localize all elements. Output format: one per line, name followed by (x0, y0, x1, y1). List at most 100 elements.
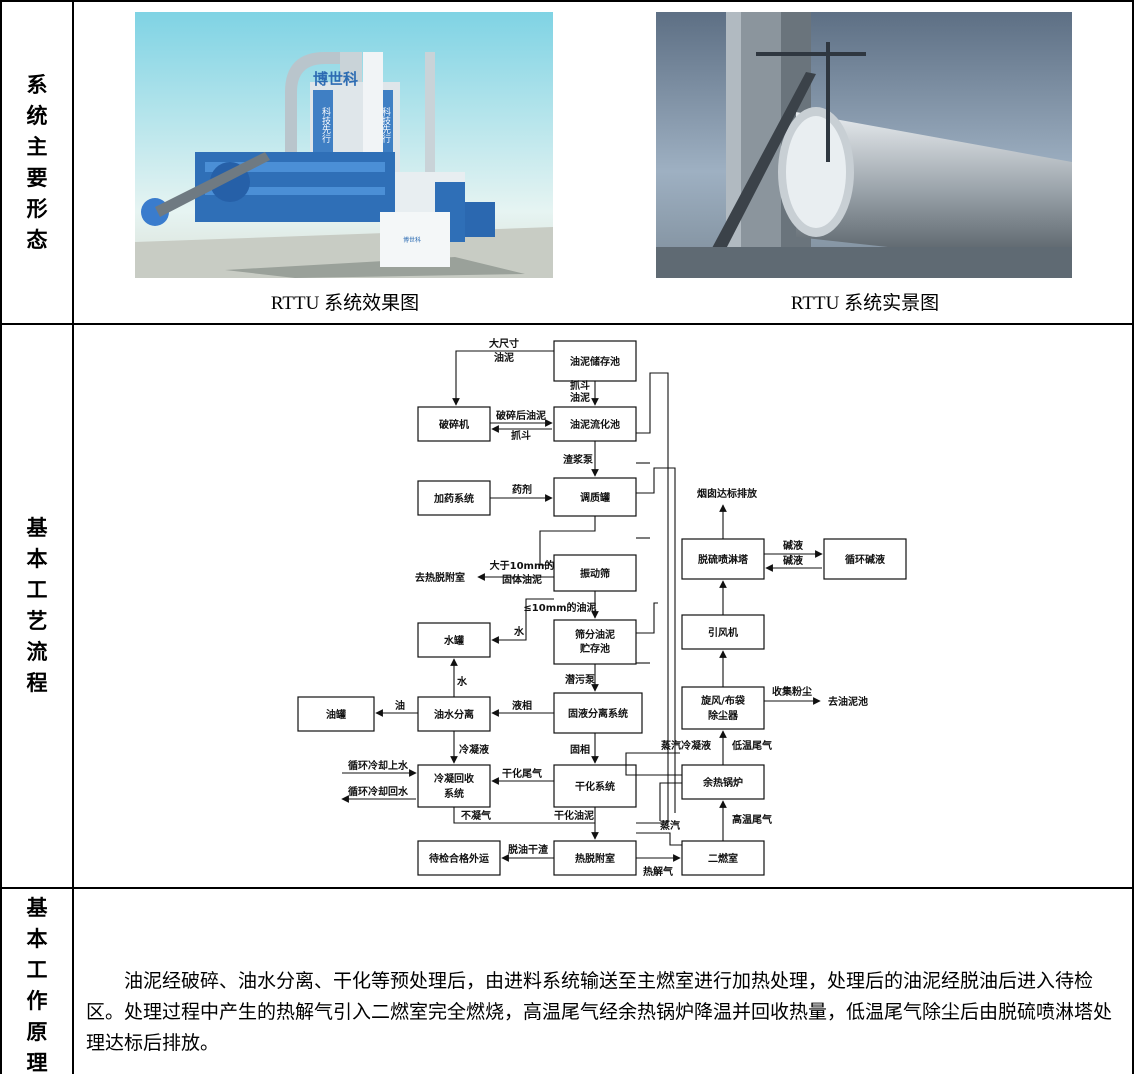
row-label-char: 原 (26, 1020, 48, 1044)
box-condenser-label-1: 冷凝回收 (434, 772, 474, 785)
row-label-form-text: 系统主要形态 (27, 70, 48, 256)
label-over-10mm-2: 固体油泥 (502, 573, 542, 586)
label-big-size-2: 油泥 (494, 351, 514, 364)
label-alkali-out: 碱液 (783, 539, 803, 552)
row-label-char: 形 (26, 196, 48, 221)
row-label-char: 要 (26, 165, 48, 190)
box-solid-liquid (553, 692, 643, 734)
label-noncondensable: 不凝气 (461, 809, 491, 822)
label-water-lower: 水 (456, 675, 468, 688)
label-high-temp-gas: 高温尾气 (732, 813, 772, 826)
label-drying-gas: 干化尾气 (502, 767, 542, 780)
box-thermal-desorption-label: 热脱附室 (575, 852, 615, 865)
box-sieved-storage-label-1: 筛分油泥 (575, 628, 615, 641)
render-brand-label: 博世科 (313, 70, 358, 88)
table-divider-1 (0, 323, 1134, 325)
box-condenser-label-2: 系统 (444, 787, 464, 800)
label-steam-condensate: 蒸汽冷凝液 (661, 739, 711, 752)
box-water-tank-label: 水罐 (443, 634, 464, 647)
row-label-process-text: 基本工艺流程 (27, 513, 48, 699)
row-label-char: 理 (26, 1051, 48, 1075)
row-label-char: 工 (26, 578, 48, 602)
label-agent: 药剂 (512, 483, 532, 496)
label-water-upper: 水 (513, 625, 525, 638)
label-deoiled-residue: 脱油干渣 (508, 843, 549, 856)
box-crusher (417, 406, 491, 442)
row-label-char: 艺 (26, 609, 48, 633)
box-drying-label: 干化系统 (575, 780, 615, 793)
box-oil-tank-label: 油罐 (326, 708, 346, 721)
box-condenser (417, 764, 491, 808)
render-caption: RTTU 系统效果图 (270, 293, 420, 314)
render-slogan-right: 科技先行 (380, 106, 391, 144)
row-label-principle: 基本工作原理 (2, 889, 72, 1078)
label-alkali-return: 碱液 (783, 554, 803, 567)
row-label-char: 系 (26, 72, 48, 97)
row-label-char: 本 (26, 927, 48, 951)
process-flow-diagram: 油泥储存池 破碎机 油泥流化池 加药系统 调质罐 振动筛 水罐 筛分油泥 贮存池… (297, 337, 907, 878)
table-border-top (0, 0, 1134, 2)
row-label-char: 态 (26, 227, 48, 252)
label-big-size-1: 大尺寸 (489, 337, 519, 350)
box-waste-heat-boiler (681, 764, 765, 800)
box-alkali-loop (823, 538, 907, 580)
label-crushed: 破碎后油泥 (496, 409, 546, 422)
label-grab-1: 抓斗 (570, 379, 590, 392)
box-crusher-label: 破碎机 (439, 418, 469, 431)
render-image: 科技先行 科技先行 博世科 博世科 (135, 12, 553, 278)
box-sieved-storage-label-2: 贮存池 (579, 642, 610, 655)
label-grab-2: 油泥 (570, 391, 590, 404)
box-fluidization-label: 油泥流化池 (570, 418, 620, 431)
principle-paragraph: 油泥经破碎、油水分离、干化等预处理后，由进料系统输送至主燃室进行加热处理，处理后… (86, 966, 1120, 1059)
label-dirt-pump: 潜污泵 (565, 673, 596, 686)
box-oil-tank (297, 696, 375, 732)
table-divider-2 (0, 887, 1134, 889)
box-desulfurization (681, 538, 765, 580)
box-desulfurization-label: 脱硫喷淋塔 (698, 553, 749, 566)
row-label-char: 基 (26, 896, 48, 920)
table-column-divider (72, 0, 74, 1074)
box-alkali-loop-label: 循环碱液 (845, 553, 885, 566)
label-pyrolysis-gas: 热解气 (643, 865, 673, 878)
box-solid-liquid-label: 固液分离系统 (568, 707, 628, 720)
box-induced-fan-label: 引风机 (708, 626, 738, 639)
row-label-char: 作 (26, 989, 48, 1013)
label-condensate: 冷凝液 (459, 743, 489, 756)
box-sieved-storage (553, 619, 637, 665)
box-secondary-chamber (681, 840, 765, 876)
real-scene-caption: RTTU 系统实景图 (790, 293, 940, 314)
box-secondary-chamber-label: 二燃室 (708, 852, 738, 865)
label-liquid-phase: 液相 (512, 699, 532, 712)
box-water-tank (417, 622, 491, 658)
row-label-char: 流 (26, 640, 48, 664)
box-oil-water-separation-label: 油水分离 (434, 708, 474, 721)
row-label-char: 统 (26, 103, 48, 128)
label-grab: 抓斗 (511, 429, 531, 442)
box-dosing-label: 加药系统 (433, 492, 474, 505)
box-cyclone-bag-label-1: 旋风/布袋 (700, 694, 746, 707)
render-slogan-left: 科技先行 (320, 106, 331, 144)
label-under-10mm: ≤10mm的油泥 (523, 601, 596, 614)
box-conditioning-label: 调质罐 (580, 491, 610, 504)
box-qualified-transport (417, 840, 501, 876)
box-vibrating-screen (553, 554, 637, 592)
label-cooling-return: 循环冷却回水 (348, 785, 409, 798)
row-label-char: 主 (26, 134, 48, 159)
row-label-char: 基 (26, 516, 48, 540)
label-cooling-supply: 循环冷却上水 (348, 759, 409, 772)
box-qualified-transport-label: 待检合格外运 (429, 852, 489, 865)
row-label-form: 系统主要形态 (2, 2, 72, 323)
row-label-char: 程 (26, 671, 48, 695)
row-label-char: 工 (26, 958, 48, 982)
label-solid-phase: 固相 (570, 743, 590, 756)
label-steam: 蒸汽 (660, 819, 680, 832)
row-label-char: 本 (26, 547, 48, 571)
box-drying (553, 764, 637, 808)
label-dried-sludge: 干化油泥 (554, 809, 594, 822)
box-dosing (417, 480, 491, 516)
label-slurry-pump: 渣浆泵 (563, 453, 594, 466)
label-low-temp-gas: 低温尾气 (731, 739, 772, 752)
box-vibrating-screen-label: 振动筛 (580, 567, 610, 580)
label-to-desorption: 去热脱附室 (415, 571, 465, 584)
